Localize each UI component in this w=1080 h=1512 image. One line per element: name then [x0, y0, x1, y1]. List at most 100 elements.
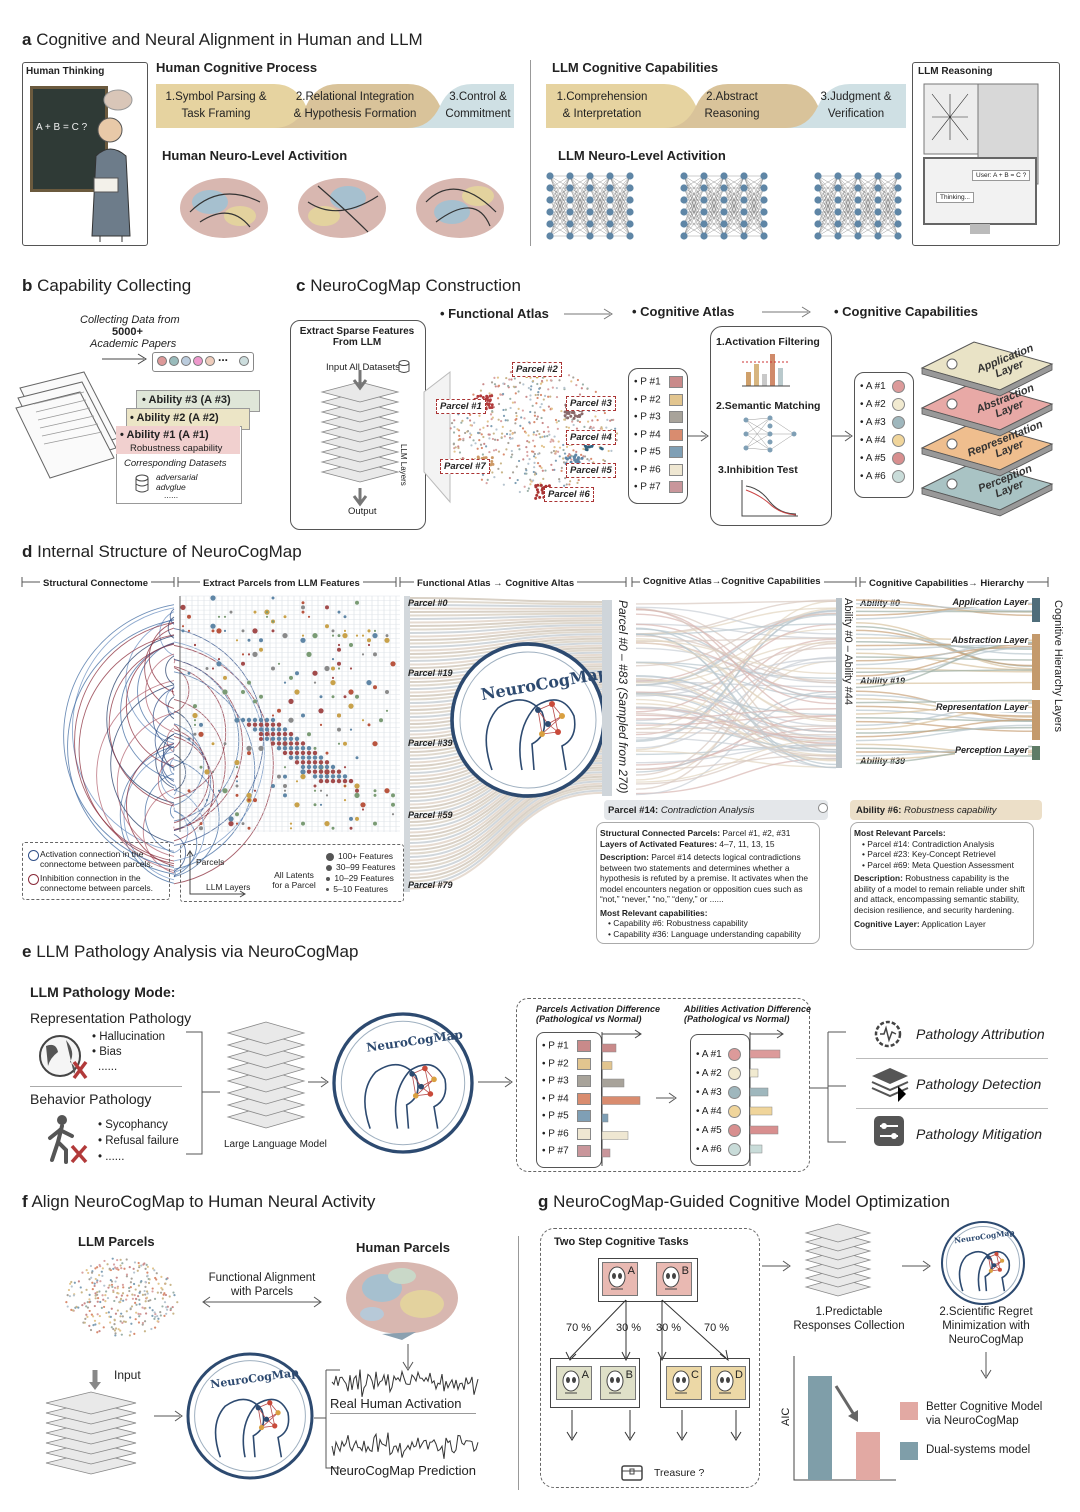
llm-reasoning-label: LLM Reasoning: [918, 66, 992, 77]
activation-legend-icon: [28, 850, 39, 861]
detection-icon: [868, 1064, 912, 1102]
outcome-mitigation: Pathology Mitigation: [916, 1126, 1042, 1142]
parcel-label-d-0: Parcel #0: [408, 598, 448, 608]
hier-label-d-2: Representation Layer: [936, 702, 1028, 712]
legend-dual-label: Dual-systems model: [926, 1444, 1030, 1456]
prediction-label: NeuroCogMap Prediction: [330, 1463, 476, 1478]
llm-stack-g: [800, 1218, 880, 1308]
arrow-icon: [900, 1260, 934, 1272]
screen-user: User: A + B = C ?: [972, 170, 1030, 181]
a-item-e-3: • A #3: [696, 1086, 741, 1099]
p-item-e-2: • P #2: [542, 1058, 591, 1070]
panel-g-title: g NeuroCogMap-Guided Cognitive Model Opt…: [538, 1192, 950, 1212]
size-legend-item: 30–99 Features: [326, 862, 396, 872]
arrow-icon: [830, 430, 856, 442]
hier-label-d-0: Application Layer: [952, 597, 1028, 607]
parcel-label-d-4: Parcel #79: [408, 880, 453, 890]
p-item-e-6: • P #6: [542, 1128, 591, 1140]
a-circle: [892, 470, 905, 483]
parcel-label-d-2: Parcel #39: [408, 738, 453, 748]
hier-label-d-1: Abstraction Layer: [951, 635, 1028, 645]
panel-c-title: c NeuroCogMap Construction: [296, 276, 521, 296]
dataset-3: ......: [164, 490, 178, 500]
p-item-7: • P #7: [634, 481, 683, 493]
rep-item-3: ......: [98, 1061, 117, 1073]
parcel-card-dot: [818, 803, 828, 813]
output-label: Output: [348, 506, 377, 517]
datasets-label: Corresponding Datasets: [124, 458, 226, 469]
parcel-3-label: Parcel #3: [566, 396, 616, 411]
beh-item-2: • Refusal failure: [98, 1135, 179, 1147]
trace-divider: [330, 1413, 476, 1414]
arrow-icon: [562, 308, 616, 320]
section-hierarchy: Cognitive Capabilities→ Hierarchy: [866, 578, 1027, 589]
parcel-1-label: Parcel #1: [436, 399, 486, 414]
legend-better-label: Better Cognitive Modelvia NeuroCogMap: [926, 1400, 1042, 1428]
prob-1: 70 %: [566, 1322, 591, 1334]
dataset-1: adversarial: [156, 472, 198, 482]
p-swatch: [669, 446, 683, 458]
legend-dual-swatch: [900, 1442, 918, 1460]
section-structural: Structural Connectome: [40, 578, 151, 589]
parcel-label-d-1: Parcel #19: [408, 668, 453, 678]
parcel-7-label: Parcel #7: [440, 459, 490, 474]
p-item-1: • P #1: [634, 376, 683, 388]
a-item-e-1: • A #1: [696, 1048, 741, 1061]
human-step-2: 2.Relational Integration& Hypothesis For…: [292, 84, 418, 128]
cognitive-atlas-title: • Cognitive Atlas: [632, 304, 734, 319]
llm-label-e: Large Language Model: [224, 1139, 327, 1150]
a-item-6: • A #6: [860, 470, 905, 483]
bar-chart-icon: [742, 352, 792, 388]
attribution-icon: [870, 1016, 908, 1052]
a-item-4: • A #4: [860, 434, 905, 447]
neurocogmap-logo: [448, 640, 608, 800]
p-swatch: [669, 429, 683, 441]
abilities-diff-bars: [748, 1030, 808, 1170]
real-activation-label: Real Human Activation: [330, 1396, 462, 1411]
globe-error-icon: [36, 1032, 92, 1082]
rep-item-1: • Hallucination: [92, 1031, 165, 1043]
aic-label: AIC: [780, 1408, 792, 1426]
section-cognitive-atlas: Cognitive Atlas→Cognitive Capabilities: [640, 576, 824, 587]
stage1-card-a: A: [602, 1262, 638, 1296]
section-functional: Functional Atlas → Cognitive Altas: [414, 578, 577, 589]
panel-e-title: e LLM Pathology Analysis via NeuroCogMap: [22, 942, 358, 962]
stage2-card-b: B: [600, 1366, 636, 1400]
llm-parcels-scatter: [60, 1254, 190, 1344]
human-parcels-title: Human Parcels: [356, 1240, 450, 1255]
beh-item-1: • Sycophancy: [98, 1119, 168, 1131]
outcomes-bracket: [808, 1030, 848, 1150]
parcel-2-label: Parcel #2: [512, 362, 562, 377]
parcel-label-d-3: Parcel #59: [408, 810, 453, 820]
extract-title: Extract Sparse FeaturesFrom LLM: [296, 326, 418, 348]
a-circle: [892, 434, 905, 447]
arrow-icon: [476, 1076, 516, 1088]
rep-item-2: • Bias: [92, 1046, 122, 1058]
a-circle: [892, 416, 905, 429]
inhibition-legend-icon: [28, 874, 39, 885]
parcel-6-label: Parcel #6: [544, 487, 594, 502]
input-all-label: Input All Datasets: [326, 362, 400, 373]
stage2-card-a: A: [556, 1366, 592, 1400]
database-icon: [398, 360, 410, 374]
neural-net-icon: [742, 414, 798, 456]
size-legend-item: 5–10 Features: [326, 884, 388, 894]
hier-bar-representation: [1032, 700, 1040, 740]
pathology-bracket: [186, 1030, 226, 1160]
a-item-e-5: • A #5: [696, 1124, 741, 1137]
p-swatch: [669, 464, 683, 476]
stage2-card-c: C: [666, 1366, 702, 1400]
functional-atlas-title: • Functional Atlas: [440, 306, 549, 321]
human-brains-icon: [180, 172, 500, 242]
stage2-card-d: D: [710, 1366, 746, 1400]
panel-fg-divider: [518, 1236, 519, 1490]
collect-line-3: Academic Papers: [90, 338, 176, 350]
p-item-5: • P #5: [634, 446, 683, 458]
ability-3: • Ability #3 (A #3): [142, 394, 231, 406]
all-latents-label: All Latents for a Parcel: [270, 870, 318, 890]
legend-inhibition: Inhibition connection in the connectome …: [40, 873, 164, 893]
a-item-5: • A #5: [860, 452, 905, 465]
